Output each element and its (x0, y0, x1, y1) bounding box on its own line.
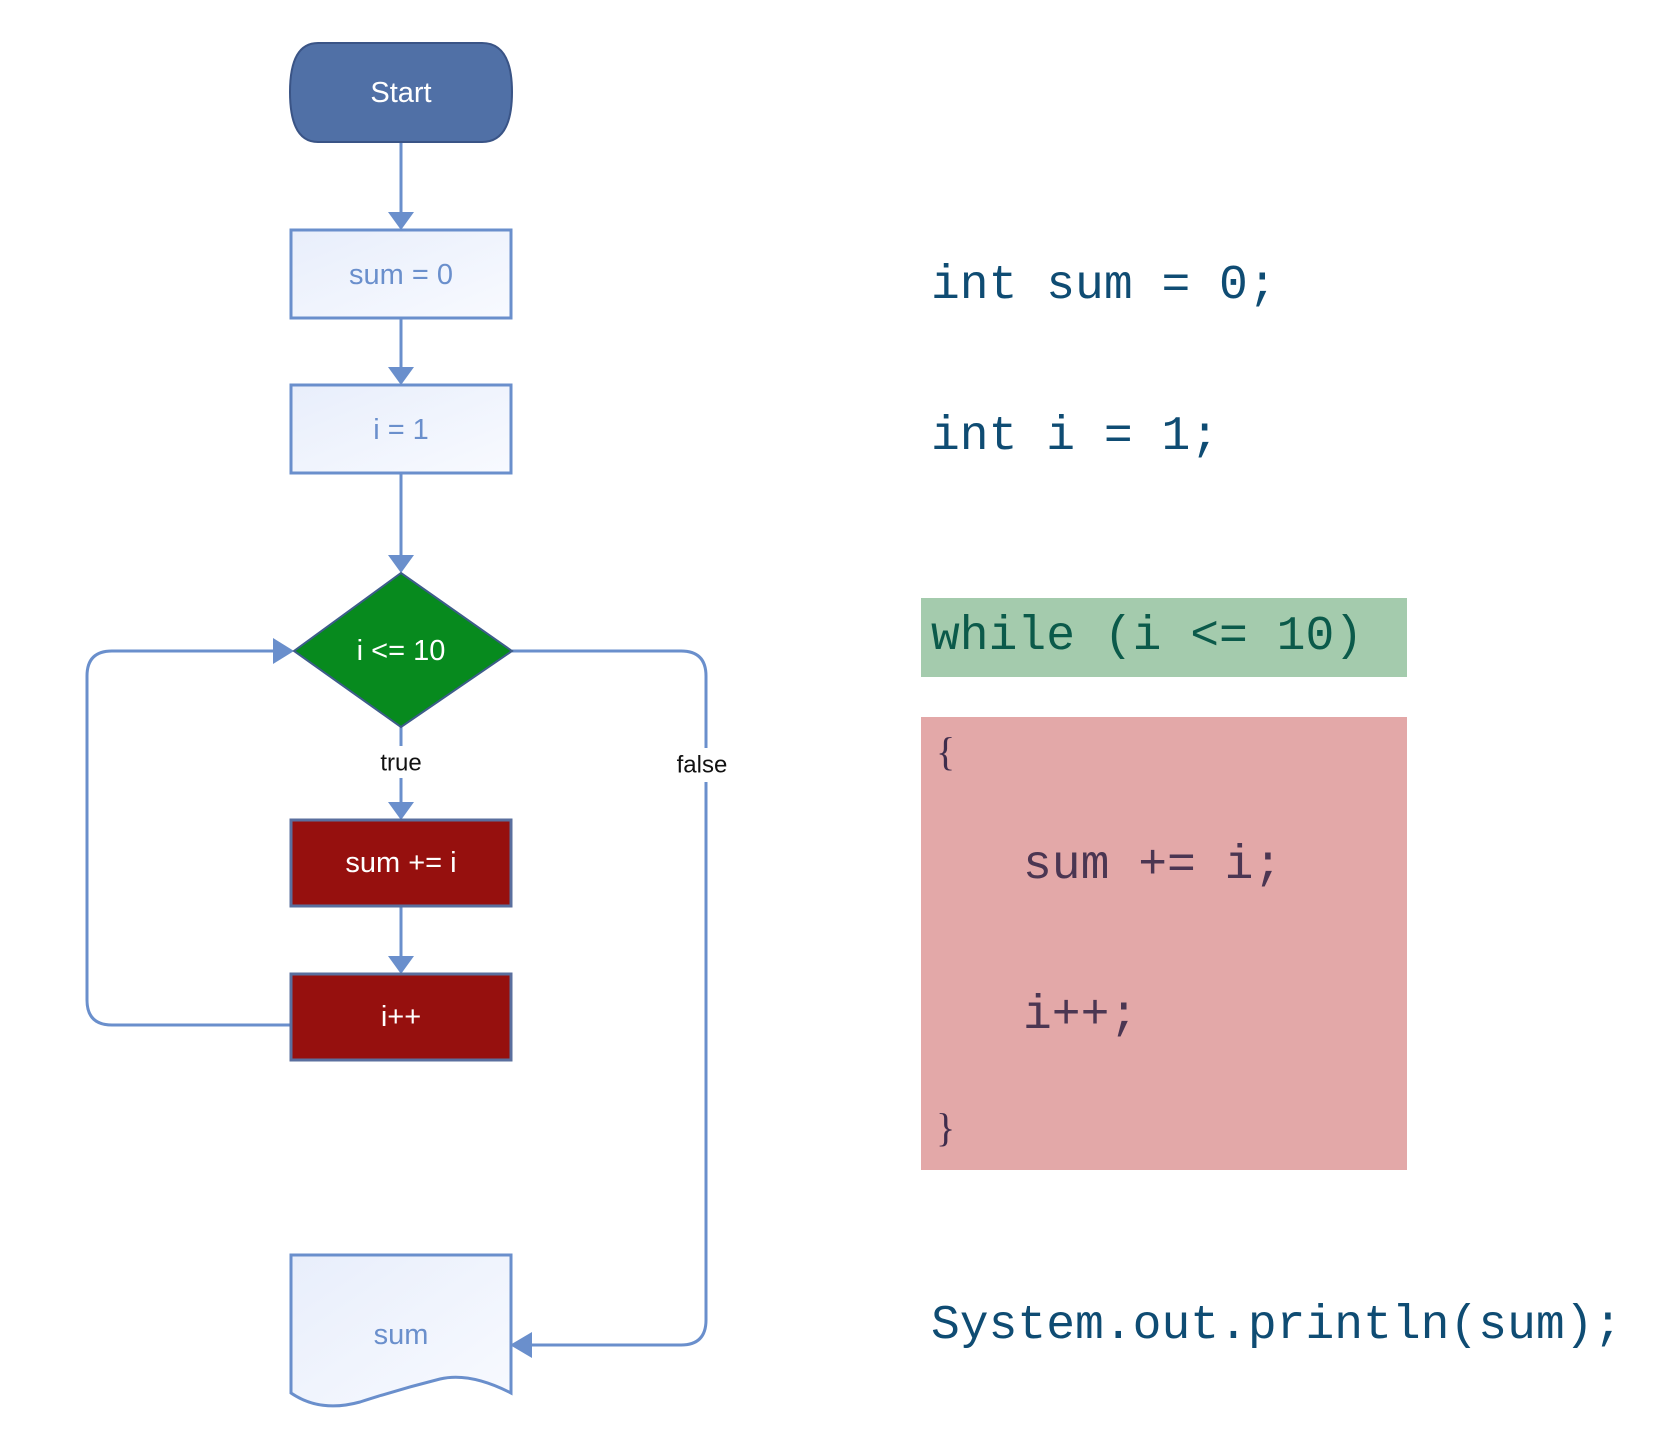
code-line-add: sum += i; (1023, 839, 1283, 893)
code-line-print: System.out.println(sum); (931, 1299, 1623, 1353)
code-open-brace: { (936, 729, 956, 774)
node-start-label: Start (370, 77, 431, 109)
node-output[interactable]: sum (289, 1253, 513, 1408)
node-output-label: sum (374, 1319, 429, 1351)
code-line-init-sum: int sum = 0; (931, 259, 1277, 313)
node-increment-label: i++ (381, 1001, 421, 1033)
node-init-i[interactable]: i = 1 (289, 383, 513, 475)
arrowhead-icon (273, 638, 294, 664)
code-line-while: while (i <= 10) (931, 610, 1364, 664)
arrowhead-icon (388, 802, 414, 820)
arrowhead-icon (388, 956, 414, 974)
edge-false-branch (512, 649, 708, 1347)
node-condition[interactable]: i <= 10 (292, 571, 514, 729)
edge-loop-back (85, 649, 290, 1027)
arrowhead-icon (388, 212, 414, 230)
arrowhead-icon (388, 555, 414, 573)
code-body-highlight (921, 717, 1407, 1170)
node-init-sum[interactable]: sum = 0 (289, 228, 513, 320)
code-condition-highlight (921, 598, 1407, 677)
edge-label-false: false (677, 752, 728, 779)
node-increment[interactable]: i++ (289, 972, 513, 1062)
edge-label-true: true (380, 750, 421, 777)
arrowhead-icon (510, 1332, 532, 1358)
code-line-increment: i++; (1023, 989, 1139, 1043)
code-close-brace: } (936, 1105, 956, 1150)
node-add-label: sum += i (345, 847, 456, 879)
node-condition-label: i <= 10 (357, 635, 446, 667)
arrowhead-icon (388, 367, 414, 385)
node-add[interactable]: sum += i (289, 818, 513, 908)
node-init-i-label: i = 1 (373, 414, 429, 446)
node-start[interactable]: Start (288, 42, 514, 143)
node-init-sum-label: sum = 0 (349, 259, 453, 291)
code-line-init-i: int i = 1; (931, 410, 1220, 464)
